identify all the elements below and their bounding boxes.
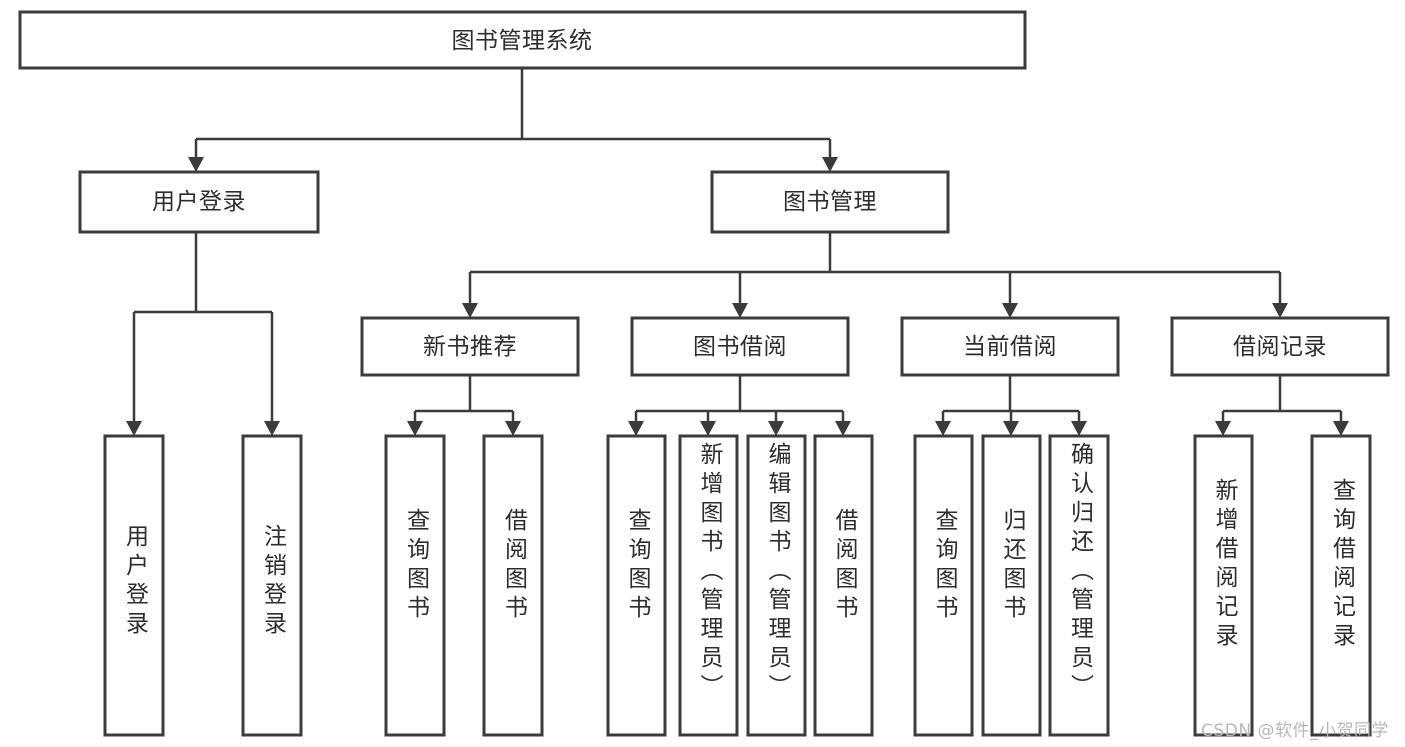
node-confirm-return-admin-box[interactable] [1048, 434, 1110, 737]
node-book-borrow-box[interactable] [630, 316, 850, 377]
node-root-label: 图书管理系统 [452, 28, 593, 54]
node-book-borrow[interactable]: 图书借阅 [630, 316, 850, 377]
node-borrow-record-label: 借阅记录 [1233, 334, 1327, 360]
csdn-watermark: CSDN @软件_小贺同学 [1201, 721, 1389, 741]
edges-layer [126, 68, 1349, 436]
nodes-layer: 图书管理系统 用户登录 图书管理 新书推荐 图书借阅 [18, 10, 1390, 737]
node-add-borrow-record-box[interactable] [1193, 434, 1254, 737]
node-book-management[interactable]: 图书管理 [710, 170, 950, 234]
arrow-nbr-leaf-1 [407, 421, 423, 436]
node-borrow-record-box[interactable] [1170, 316, 1390, 377]
node-user-logout-action-box[interactable] [241, 434, 303, 737]
arrow-bm-to-book-borrow [732, 303, 748, 318]
node-new-book-recommend[interactable]: 新书推荐 [360, 316, 580, 377]
node-root-box[interactable] [18, 10, 1027, 70]
arrow-br-leaf-1 [1215, 421, 1231, 436]
node-query-book-1-box[interactable] [384, 434, 446, 737]
node-user-login-action-box[interactable] [103, 434, 165, 737]
node-query-book-2-box[interactable] [606, 434, 667, 737]
node-current-borrow-label: 当前借阅 [963, 334, 1057, 360]
node-borrow-record[interactable]: 借阅记录 [1170, 316, 1390, 377]
arrow-bb-leaf-1 [628, 421, 644, 436]
arrow-bm-to-current-borrow [1002, 303, 1018, 318]
arrow-bm-to-borrow-record [1272, 303, 1288, 318]
arrow-root-to-user-login [188, 157, 204, 172]
arrow-bb-leaf-3 [768, 421, 784, 436]
node-book-management-box[interactable] [710, 170, 950, 234]
arrow-user-login-leaf-1 [126, 421, 142, 436]
node-borrow-book-2-box[interactable] [813, 434, 874, 737]
node-new-book-recommend-label: 新书推荐 [423, 334, 517, 360]
arrow-bm-to-new-book-recommend [462, 303, 478, 318]
node-edit-book-admin-box[interactable] [746, 434, 807, 737]
arrow-cb-leaf-3 [1071, 421, 1087, 436]
node-root[interactable]: 图书管理系统 [18, 10, 1027, 70]
node-current-borrow-box[interactable] [900, 316, 1120, 377]
node-user-login[interactable]: 用户登录 [78, 170, 320, 234]
arrow-nbr-leaf-2 [505, 421, 521, 436]
arrow-cb-leaf-2 [1003, 421, 1019, 436]
arrow-root-to-book-management [822, 157, 838, 172]
node-book-management-label: 图书管理 [783, 189, 877, 215]
node-user-login-label: 用户登录 [152, 189, 246, 215]
node-user-login-box[interactable] [78, 170, 320, 234]
node-borrow-book-1-box[interactable] [482, 434, 544, 737]
node-return-book-box[interactable] [981, 434, 1042, 737]
node-add-book-admin-box[interactable] [678, 434, 739, 737]
node-query-book-3-box[interactable] [913, 434, 974, 737]
arrow-bb-leaf-2 [700, 421, 716, 436]
node-current-borrow[interactable]: 当前借阅 [900, 316, 1120, 377]
arrow-user-login-leaf-2 [264, 421, 280, 436]
node-book-borrow-label: 图书借阅 [693, 334, 787, 360]
node-query-borrow-record-box[interactable] [1310, 434, 1372, 737]
arrow-br-leaf-2 [1333, 421, 1349, 436]
node-new-book-recommend-box[interactable] [360, 316, 580, 377]
arrow-bb-leaf-4 [835, 421, 851, 436]
arrow-cb-leaf-1 [935, 421, 951, 436]
